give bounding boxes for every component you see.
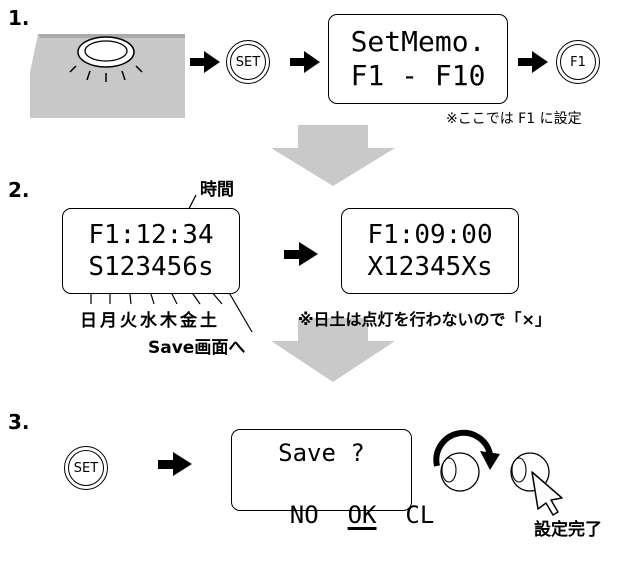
lcd-line-1: F1:12:34	[88, 220, 214, 250]
lcd-display-save: Save ? NO OK CL	[231, 429, 434, 529]
lcd-options-line: NO OK CL	[232, 469, 435, 562]
lcd-line-1: SetMemo.	[350, 25, 486, 58]
option-no[interactable]: NO	[289, 501, 319, 529]
done-label: 設定完了	[534, 520, 602, 540]
save-screen-label: Save画面へ	[148, 338, 246, 358]
glow-rays-icon	[69, 65, 143, 82]
weekday-labels: 日月火水木金土	[80, 311, 220, 331]
dial-rotation-illustration	[433, 429, 563, 516]
control-pad-illustration	[30, 34, 185, 118]
arrow-right-icon	[158, 452, 192, 476]
lcd-display-setmemo: SetMemo. F1 - F10	[328, 14, 508, 104]
lcd-line-2: F1 - F10	[350, 59, 486, 92]
step-number-2: 2.	[8, 178, 30, 202]
set-button-label: SET	[235, 54, 261, 70]
diagram-graphics	[30, 34, 563, 516]
lcd-display-schedule: F1:12:34 S123456s	[62, 208, 240, 294]
step-number-1: 1.	[8, 6, 30, 30]
step1-note: ※ここでは F1 に設定	[446, 111, 582, 127]
lcd-line-1: F1:09:00	[367, 220, 493, 250]
set-button[interactable]: SET	[64, 446, 108, 490]
arrow-right-icon	[518, 51, 548, 73]
lcd-line-2: S123456s	[88, 252, 214, 282]
lcd-line-1: Save ?	[278, 439, 365, 467]
arrow-right-icon	[284, 242, 318, 266]
step1-arrows	[190, 51, 548, 73]
option-cl[interactable]: CL	[405, 501, 435, 529]
lcd-display-schedule-result: F1:09:00 X12345Xs	[341, 208, 519, 294]
time-label: 時間	[200, 180, 234, 200]
set-button-label: SET	[73, 460, 99, 476]
f1-button-label: F1	[570, 54, 586, 70]
step-number-3: 3.	[8, 410, 30, 434]
arrow-right-icon	[290, 51, 320, 73]
arrow-right-icon	[190, 51, 220, 73]
big-down-arrow-icon	[271, 125, 395, 186]
step2-note: ※日土は点灯を行わないので「×」	[298, 310, 551, 329]
big-down-arrow-icon	[271, 318, 395, 382]
set-button[interactable]: SET	[226, 40, 270, 84]
cursor-icon	[531, 471, 563, 516]
f1-button[interactable]: F1	[556, 40, 600, 84]
option-ok[interactable]: OK	[347, 501, 377, 529]
lcd-line-2: X12345Xs	[367, 252, 493, 282]
